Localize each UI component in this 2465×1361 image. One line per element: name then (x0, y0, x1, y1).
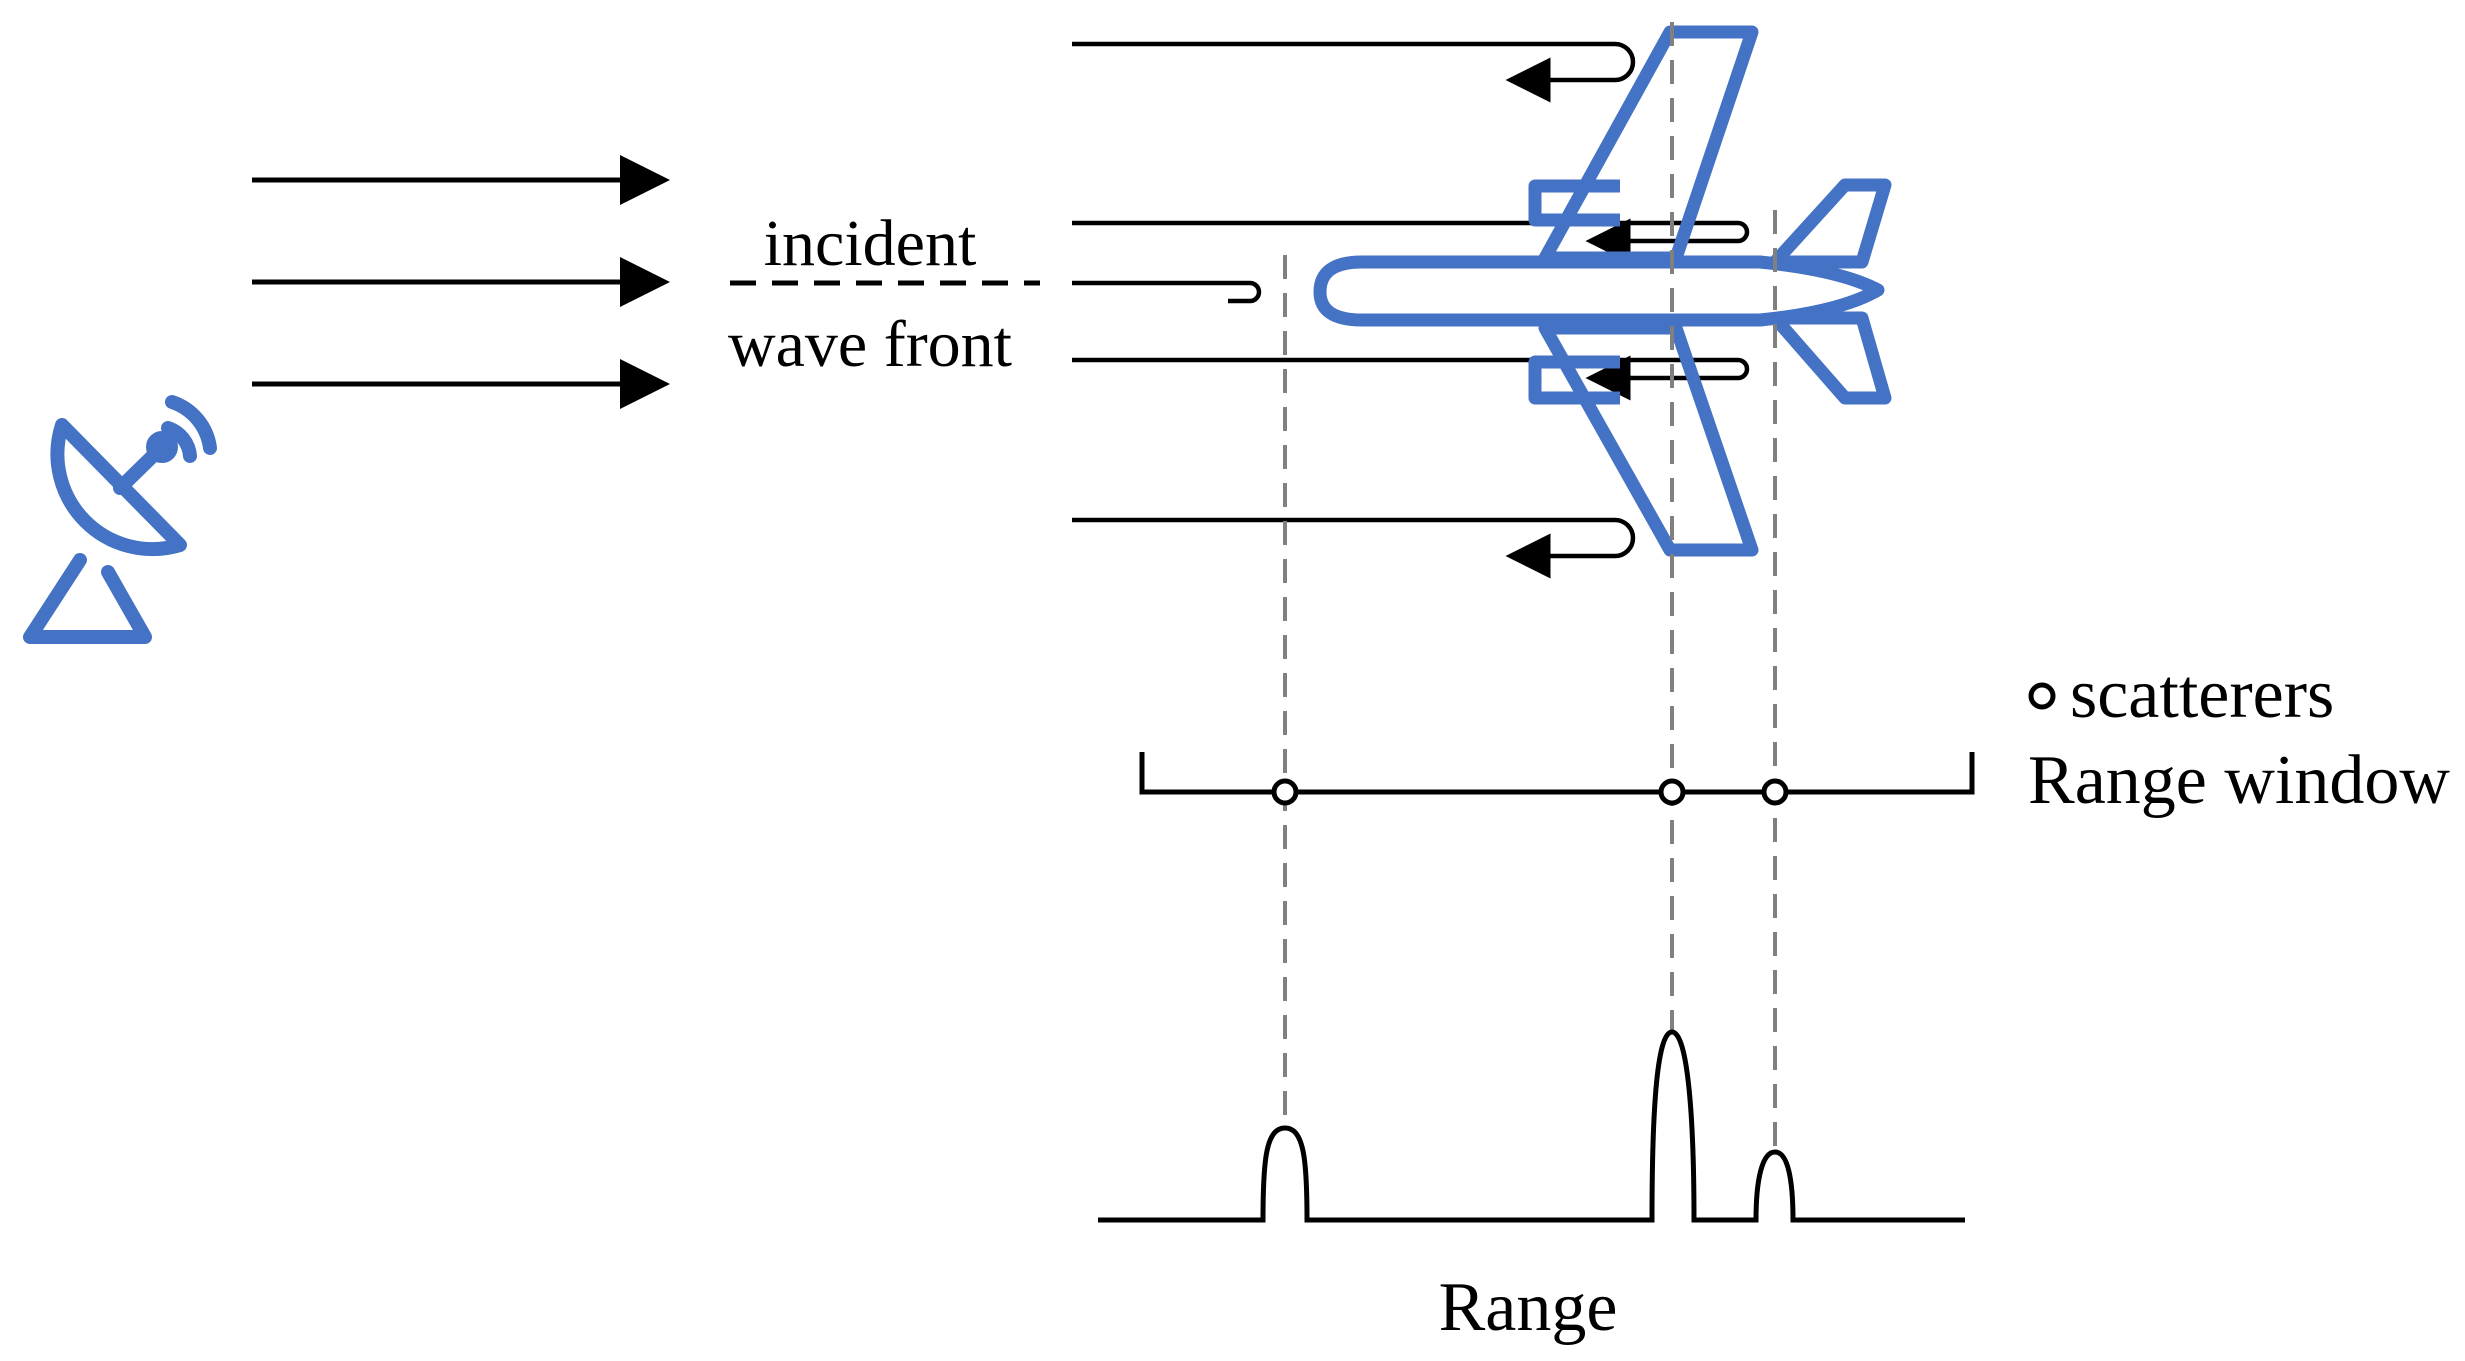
scatterer-marker (1761, 778, 1789, 806)
reflected-waves (1072, 41, 1750, 579)
reflected-wave (1072, 355, 1750, 401)
reflected-wave (1072, 41, 1636, 103)
range-window-label: Range window (2028, 742, 2450, 819)
reflected-wave (1072, 517, 1636, 579)
range-profile (1098, 1029, 1965, 1223)
wave-front-label: wave front (728, 308, 1012, 381)
radar-dish-icon (23, 395, 217, 644)
scatterer-marker (1658, 778, 1686, 806)
incident-label: incident (764, 207, 977, 280)
scatterer-marker (1271, 778, 1299, 806)
range-window (1139, 752, 1975, 806)
range-axis-label: Range (1439, 1269, 1618, 1346)
scatterers-label: scatterers (2070, 656, 2334, 733)
reflected-wave (1072, 218, 1750, 264)
legend: scatterers Range window (2028, 656, 2450, 819)
projection-lines (1283, 22, 1777, 1150)
reflected-wave (1072, 280, 1262, 304)
incident-arrows (252, 155, 670, 409)
airplane-icon (1313, 25, 1892, 557)
hollow-circle-icon (2028, 682, 2056, 710)
